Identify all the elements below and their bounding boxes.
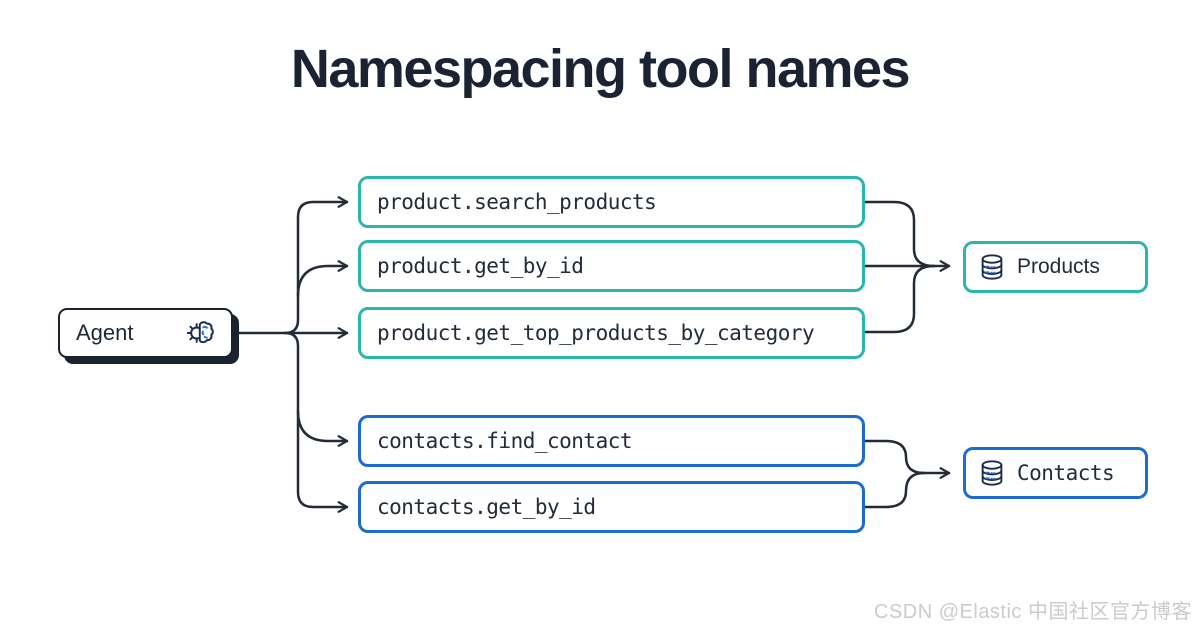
page-title: Namespacing tool names: [290, 39, 911, 99]
tool-node-contacts-get-by-id: contacts.get_by_id: [358, 481, 865, 533]
connector-agent-to-tool5: [283, 331, 349, 513]
tool-label: contacts.get_by_id: [377, 495, 596, 519]
tool-label: contacts.find_contact: [377, 429, 633, 453]
connector-tool1-to-products: [863, 200, 936, 268]
tool-label: product.get_by_id: [377, 254, 584, 278]
tool-node-product-get-top-products-by-category: product.get_top_products_by_category: [358, 307, 865, 359]
target-node-products: Products: [963, 241, 1148, 293]
tool-label: product.search_products: [377, 190, 657, 214]
tool-node-product-get-by-id: product.get_by_id: [358, 240, 865, 292]
connector-tool4-to-contacts: [863, 439, 926, 475]
tool-node-product-search-products: product.search_products: [358, 176, 865, 228]
connector-agent-to-tool1: [283, 196, 349, 335]
connector-tool5-to-contacts: [863, 471, 926, 509]
tool-label: product.get_top_products_by_category: [377, 321, 815, 345]
agent-node: Agent: [58, 308, 233, 358]
database-icon: [977, 458, 1007, 488]
connector-agent-to-tool2: [296, 260, 349, 298]
gear-brain-icon: [186, 317, 218, 349]
connector-agent-to-tool4: [296, 409, 349, 447]
target-label: Products: [1017, 255, 1100, 278]
watermark: CSDN @Elastic 中国社区官方博客: [874, 601, 1192, 623]
tool-node-contacts-find-contact: contacts.find_contact: [358, 415, 865, 467]
target-node-contacts: Contacts: [963, 447, 1148, 499]
database-icon: [977, 252, 1007, 282]
connector-tool3-to-products: [863, 264, 936, 334]
target-label: Contacts: [1017, 461, 1115, 485]
agent-label: Agent: [76, 320, 134, 345]
